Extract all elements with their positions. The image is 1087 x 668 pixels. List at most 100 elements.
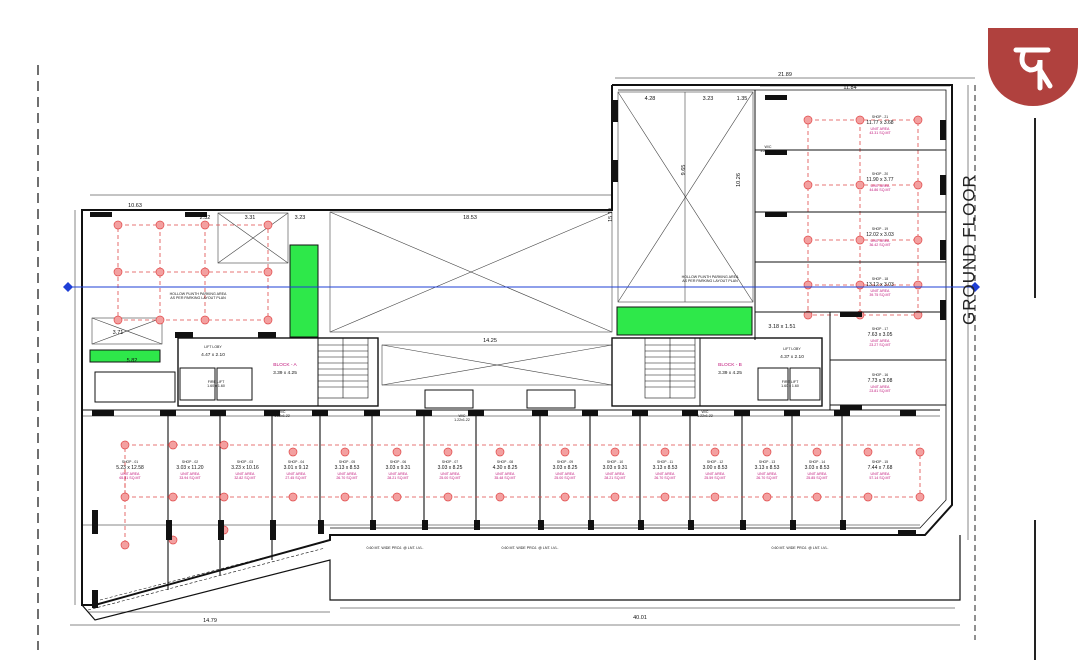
columns	[90, 95, 946, 608]
staircases	[317, 337, 696, 399]
block-a-name: BLOCK - A	[273, 362, 297, 368]
dim-left: 3.71	[113, 330, 124, 336]
lift-b-label: LIFT LOBY	[783, 347, 801, 351]
service-shafts	[89, 244, 753, 363]
shop-right-3-name: SHOP - 19	[872, 227, 888, 231]
shop-right-1-name: SHOP - 21	[872, 115, 888, 119]
block-a-size: 3.39 x 4.25	[273, 370, 297, 376]
shop-bottom-5-size: 3.13 x 8.53	[335, 465, 360, 471]
logo-glyph	[1013, 47, 1053, 91]
shop-bottom-12-name: SHOP - 12	[707, 460, 723, 464]
shop-bottom-8-size: 4.30 x 8.25	[493, 465, 518, 471]
title-rule-top	[1034, 118, 1036, 298]
shop-right-5-size: 7.63 x 3.05	[868, 332, 893, 338]
shop-right-2-name: SHOP - 20	[872, 172, 888, 176]
shop-bottom-11-name: SHOP - 11	[657, 460, 673, 464]
shop-right-6-size: 7.73 x 3.08	[868, 378, 893, 384]
dim-vertical-right2: 10.26	[736, 173, 742, 187]
dim-bottom-left: 14.79	[203, 618, 217, 624]
shop-bottom-11-size: 3.13 x 8.53	[653, 465, 678, 471]
shop-bottom-1-size: 5.23 x 12.58	[116, 465, 144, 471]
open-voids	[91, 91, 754, 386]
shop-bottom-5-name: SHOP - 05	[339, 460, 355, 464]
shop-bottom-15-name: SHOP - 15	[872, 460, 888, 464]
axis-marker-right	[970, 282, 980, 292]
note-road-1: 0.60 MT. WIDE PROJ. @ LNT. LVL.	[367, 546, 424, 550]
shop-bottom-9-name: SHOP - 09	[557, 460, 573, 464]
title-rule-bottom	[1034, 520, 1036, 660]
brand-glyph-icon	[988, 28, 1078, 106]
parking-nodes-left	[113, 220, 273, 325]
shop-bottom-1-name: SHOP - 01	[122, 460, 138, 464]
note-road-3: 0.60 MT. WIDE PROJ. @ LNT. LVL.	[772, 546, 829, 550]
dim-bottom-mid: 40.01	[633, 615, 647, 621]
dim-top-right: 11.84	[843, 85, 856, 91]
lift-b-size: 4.37 x 2.10	[780, 354, 804, 360]
shop-bottom-7-size: 3.03 x 8.25	[438, 465, 463, 471]
dim-stair-b: 3.31	[245, 215, 256, 221]
shop-bottom-12-size: 3.00 x 8.53	[703, 465, 728, 471]
shop-bottom-13-name: SHOP - 13	[759, 460, 775, 464]
shop-right-5-name: SHOP - 17	[872, 327, 888, 331]
shop-right-4-size: 13.12 x 3.03	[866, 282, 894, 288]
dim-lift-right: 3.18 x 1.51	[768, 324, 795, 330]
shop-grid-nodes	[120, 440, 925, 550]
note-road-2: 0.60 MT. WIDE PROJ. @ LNT. LVL.	[502, 546, 559, 550]
shop-right-2-size: 11.90 x 3.77	[866, 177, 893, 183]
dim-corridor: 14.25	[483, 338, 497, 344]
shop-right-4-name: SHOP - 18	[872, 277, 888, 281]
shop-bottom-4-size: 3.01 x 9.12	[284, 465, 309, 471]
shop-bottom-9-size: 3.03 x 8.25	[553, 465, 578, 471]
dim-top-mid: 4.28	[645, 96, 656, 102]
page-title: GROUND FLOOR	[959, 174, 979, 325]
block-b-name: BLOCK - B	[718, 362, 742, 368]
shop-right-3-size: 12.02 x 3.03	[866, 232, 894, 238]
shop-bottom-2-name: SHOP - 02	[182, 460, 198, 464]
shop-bottom-14-name: SHOP - 14	[809, 460, 825, 464]
shop-right-6-name: SHOP - 16	[872, 373, 888, 377]
dim-left2: 5.82	[127, 358, 138, 364]
shop-right-1-size: 11.77 x 3.68	[866, 120, 893, 126]
dim-stair-c: 3.23	[295, 215, 306, 221]
logo-shield	[988, 28, 1078, 106]
shop-bottom-6-name: SHOP - 06	[390, 460, 406, 464]
shop-bottom-13-size: 3.13 x 8.53	[755, 465, 780, 471]
dim-top-mid2: 3.23	[703, 96, 714, 102]
shop-bottom-10-name: SHOP - 10	[607, 460, 623, 464]
lift-a-size: 4.47 x 2.10	[201, 352, 225, 358]
shop-bottom-3-name: SHOP - 03	[237, 460, 253, 464]
dim-stair-a: 2.32	[200, 215, 211, 221]
shop-grid	[124, 444, 921, 545]
building-outline	[70, 77, 975, 626]
shop-bottom-15-size: 7.44 x 7.68	[868, 465, 893, 471]
shop-bottom-14-size: 3.03 x 8.53	[805, 465, 830, 471]
dim-center-span: 18.53	[463, 215, 477, 221]
shop-bottom-10-size: 3.03 x 9.31	[603, 465, 628, 471]
shop-bottom-7-name: SHOP - 07	[442, 460, 458, 464]
